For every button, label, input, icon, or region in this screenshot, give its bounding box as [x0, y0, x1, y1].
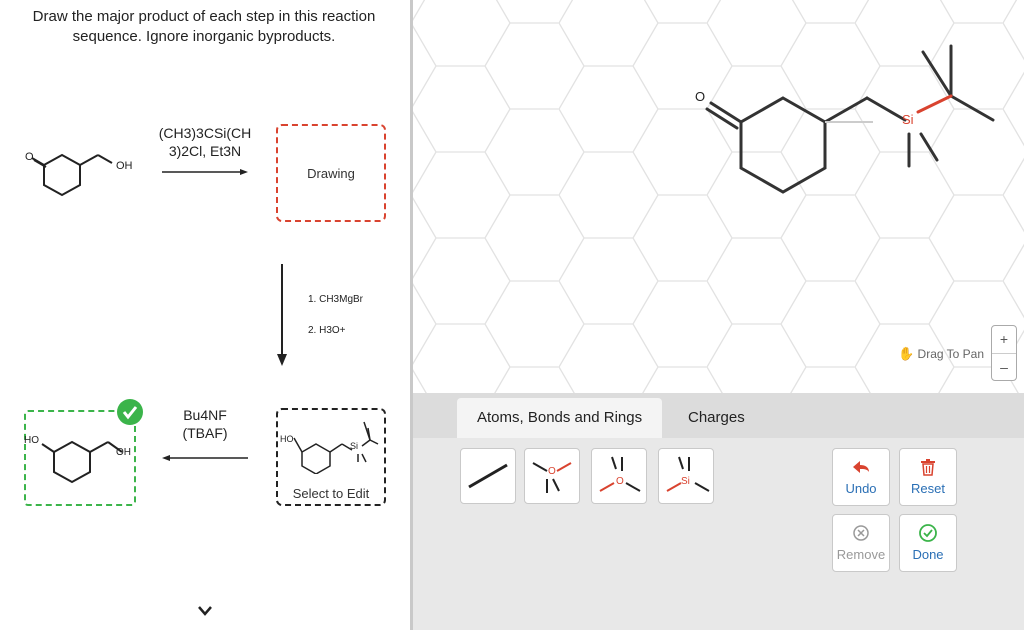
remove-label: Remove: [836, 547, 886, 562]
step3-reagent-line1: Bu4NF: [183, 407, 227, 423]
step2-thumbnail-structure: [293, 421, 379, 474]
trash-icon: [921, 459, 935, 476]
hand-icon: ✋: [898, 346, 915, 361]
tab-charges[interactable]: Charges: [688, 409, 745, 426]
chevron-down-icon[interactable]: [196, 604, 214, 618]
tool-o-label-1: O: [548, 466, 556, 477]
done-check-icon: [919, 524, 937, 542]
zoom-in-button[interactable]: +: [992, 326, 1016, 354]
drawing-toolbar: Atoms, Bonds and Rings Charges O O Si: [413, 393, 1024, 630]
final-product-structure: [41, 440, 123, 484]
oxygen-template-tool[interactable]: O: [524, 448, 580, 504]
final-ho-label: HO: [24, 435, 39, 446]
zoom-out-button[interactable]: –: [1000, 359, 1008, 375]
done-button[interactable]: Done: [899, 514, 957, 572]
canvas-o-label: O: [695, 89, 706, 104]
step3-reagent-line2: (TBAF): [182, 425, 228, 441]
step1-arrow: [162, 169, 248, 175]
step2-ho-label: HO: [280, 434, 294, 444]
drawing-box-label: Drawing: [307, 166, 355, 181]
step2-reagent-1: 1. CH3MgBr: [308, 294, 364, 305]
reset-label: Reset: [911, 481, 945, 496]
hex-grid: [413, 0, 1024, 393]
step2-arrow: [277, 264, 287, 366]
zoom-control: + –: [991, 325, 1017, 381]
drag-to-pan-label: Drag To Pan: [917, 347, 985, 361]
reset-button[interactable]: Reset: [899, 448, 957, 506]
select-to-edit-label: Select to Edit: [292, 486, 370, 501]
done-label: Done: [912, 547, 944, 562]
instructions-text: Draw the major product of each step in t…: [32, 8, 376, 45]
question-panel: Draw the major product of each step in t…: [0, 0, 410, 630]
select-to-edit-box[interactable]: HO Si Select to Edit: [276, 408, 386, 506]
undo-label: Undo: [845, 481, 877, 496]
step2-si-label: Si: [350, 441, 359, 451]
step3-arrow: [162, 455, 248, 461]
silyl-template-tool[interactable]: Si: [658, 448, 714, 504]
step1-reagent-line2: 3)2Cl, Et3N: [168, 143, 242, 159]
tool-si-label: Si: [681, 476, 690, 487]
remove-button[interactable]: Remove: [832, 514, 890, 572]
tab-atoms-bonds-rings[interactable]: Atoms, Bonds and Rings: [457, 398, 663, 438]
final-product-box[interactable]: HO OH: [24, 410, 136, 506]
start-o-label: O: [25, 151, 34, 163]
drawing-canvas[interactable]: O Si: [413, 0, 1024, 393]
remove-icon: [853, 525, 869, 541]
tool-o-label-2: O: [616, 476, 624, 487]
single-bond-tool[interactable]: [460, 448, 516, 504]
undo-button[interactable]: Undo: [832, 448, 890, 506]
step2-reagent-2: 2. H3O+: [308, 325, 346, 336]
ether-template-tool[interactable]: O: [591, 448, 647, 504]
tool-tabs: Atoms, Bonds and Rings Charges: [413, 393, 1024, 438]
starting-material-structure: [31, 153, 113, 197]
drawing-answer-box-active[interactable]: Drawing: [276, 124, 386, 222]
final-oh-label: OH: [116, 447, 131, 458]
correct-check-icon: [117, 399, 143, 425]
canvas-si-label: Si: [902, 112, 914, 127]
drawn-molecule[interactable]: [413, 0, 1024, 393]
undo-icon: [853, 461, 869, 473]
step1-reagent-line1: (CH3)3CSi(CH: [158, 125, 252, 141]
drag-to-pan[interactable]: ✋ Drag To Pan: [898, 346, 984, 362]
start-oh-label: OH: [116, 160, 133, 172]
panel-divider: [410, 0, 413, 630]
